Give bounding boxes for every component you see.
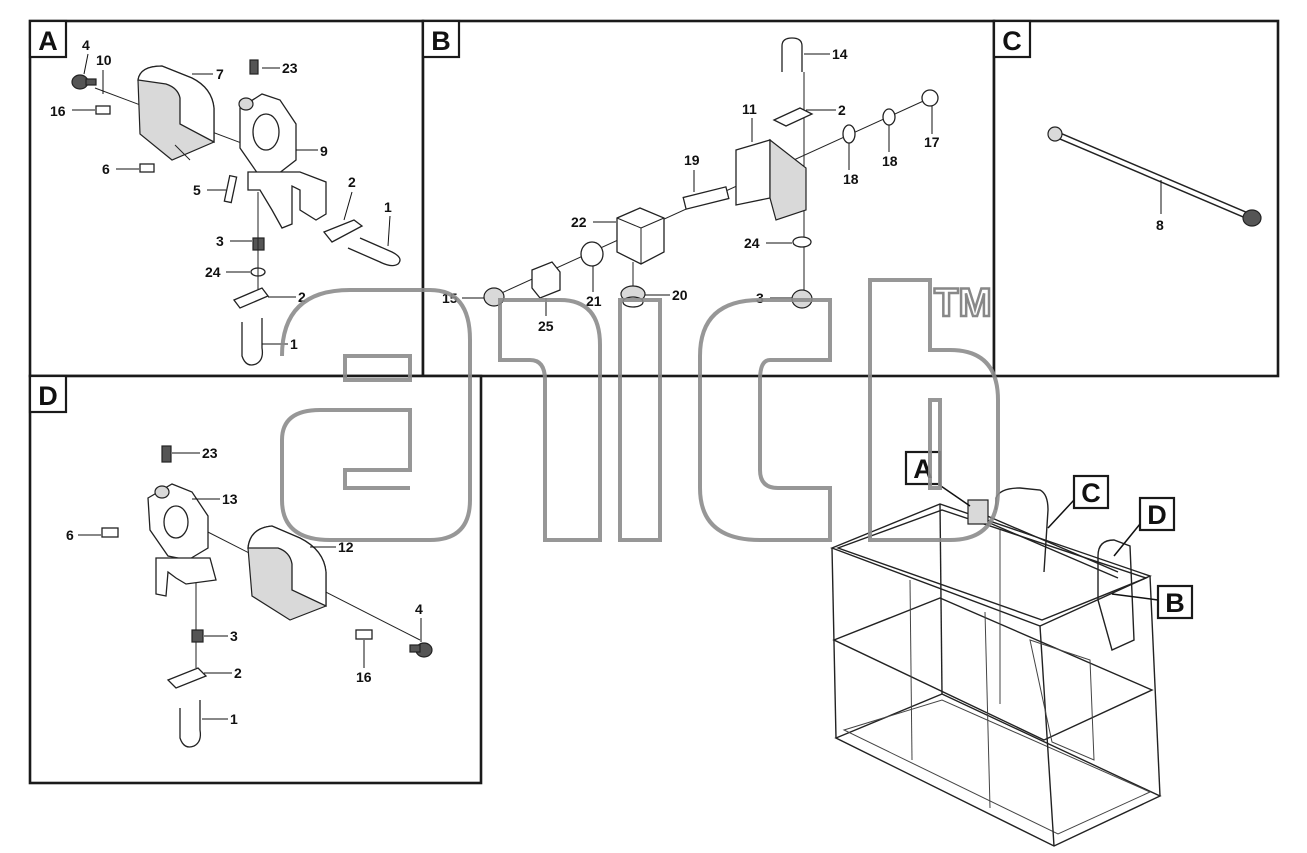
svg-text:A: A	[38, 26, 58, 56]
callout-label: 11	[742, 101, 757, 117]
callout-label: 8	[1156, 217, 1164, 233]
callout-label: 2	[348, 174, 356, 190]
callout-label: 16	[50, 103, 66, 119]
callout-label: 16	[356, 669, 372, 685]
callout-label: 14	[832, 46, 848, 62]
callout-label: 17	[924, 134, 940, 150]
callout-label: 1	[384, 199, 392, 215]
callout-label: 25	[538, 318, 554, 334]
callout-label: 3	[230, 628, 238, 644]
basket-tag-d: D	[1113, 496, 1176, 557]
panel-c-parts: 8	[1047, 126, 1262, 233]
basket-tag-c: C	[1047, 474, 1110, 529]
panel-b-callouts: 14 11 2 17 19 18 18 22 24 15 21 20 3 25	[442, 46, 940, 334]
callout-label: 20	[672, 287, 688, 303]
callout-label: 19	[684, 152, 700, 168]
svg-text:B: B	[1165, 588, 1185, 618]
panel-c-tag: C	[992, 19, 1032, 59]
callout-label: 4	[415, 601, 423, 617]
callout-label: 2	[234, 665, 242, 681]
panel-a-tag: A	[28, 19, 68, 59]
watermark-tm: TM	[934, 281, 992, 325]
callout-label: 7	[216, 66, 224, 82]
svg-text:C: C	[1081, 478, 1101, 508]
callout-label: 18	[882, 153, 898, 169]
svg-text:D: D	[1147, 500, 1167, 530]
callout-label: 23	[282, 60, 298, 76]
panel-d-callouts: 23 13 6 12 3 4 2 16 1	[66, 445, 423, 727]
callout-label: 24	[744, 235, 760, 251]
cover-part	[137, 65, 215, 161]
panel-c-frame	[992, 19, 1280, 378]
svg-text:A: A	[913, 454, 933, 484]
callout-label: 24	[205, 264, 221, 280]
panel-a-callouts: 4 10 7 23 16 9 6 5 2 1 3 24 2 1	[50, 37, 392, 352]
callout-label: 1	[230, 711, 238, 727]
svg-text:B: B	[431, 26, 451, 56]
callout-label: 23	[202, 445, 218, 461]
watermark-logo: TM	[280, 278, 1000, 542]
svg-text:D: D	[38, 381, 58, 411]
callout-label: 9	[320, 143, 328, 159]
callout-label: 22	[571, 214, 587, 230]
callout-label: 1	[290, 336, 298, 352]
basket-tag-a: A	[904, 450, 971, 507]
callout-label: 10	[96, 52, 112, 68]
panel-d-tag: D	[28, 374, 68, 414]
callout-label: 12	[338, 539, 354, 555]
basket-tag-b: B	[1111, 584, 1194, 620]
callout-label: 5	[193, 182, 201, 198]
callout-label: 18	[843, 171, 859, 187]
bracket-part	[238, 93, 327, 229]
panel-b-tag: B	[421, 19, 461, 59]
callout-label: 13	[222, 491, 238, 507]
callout-label: 2	[838, 102, 846, 118]
knob-part	[71, 74, 97, 90]
panel-a-parts	[71, 59, 401, 366]
callout-label: 6	[66, 527, 74, 543]
panel-d-parts	[101, 445, 433, 748]
callout-label: 6	[102, 161, 110, 177]
callout-label: 4	[82, 37, 90, 53]
callout-label: 21	[586, 293, 602, 309]
callout-label: 3	[216, 233, 224, 249]
svg-text:C: C	[1002, 26, 1022, 56]
callout-label: 2	[298, 289, 306, 305]
